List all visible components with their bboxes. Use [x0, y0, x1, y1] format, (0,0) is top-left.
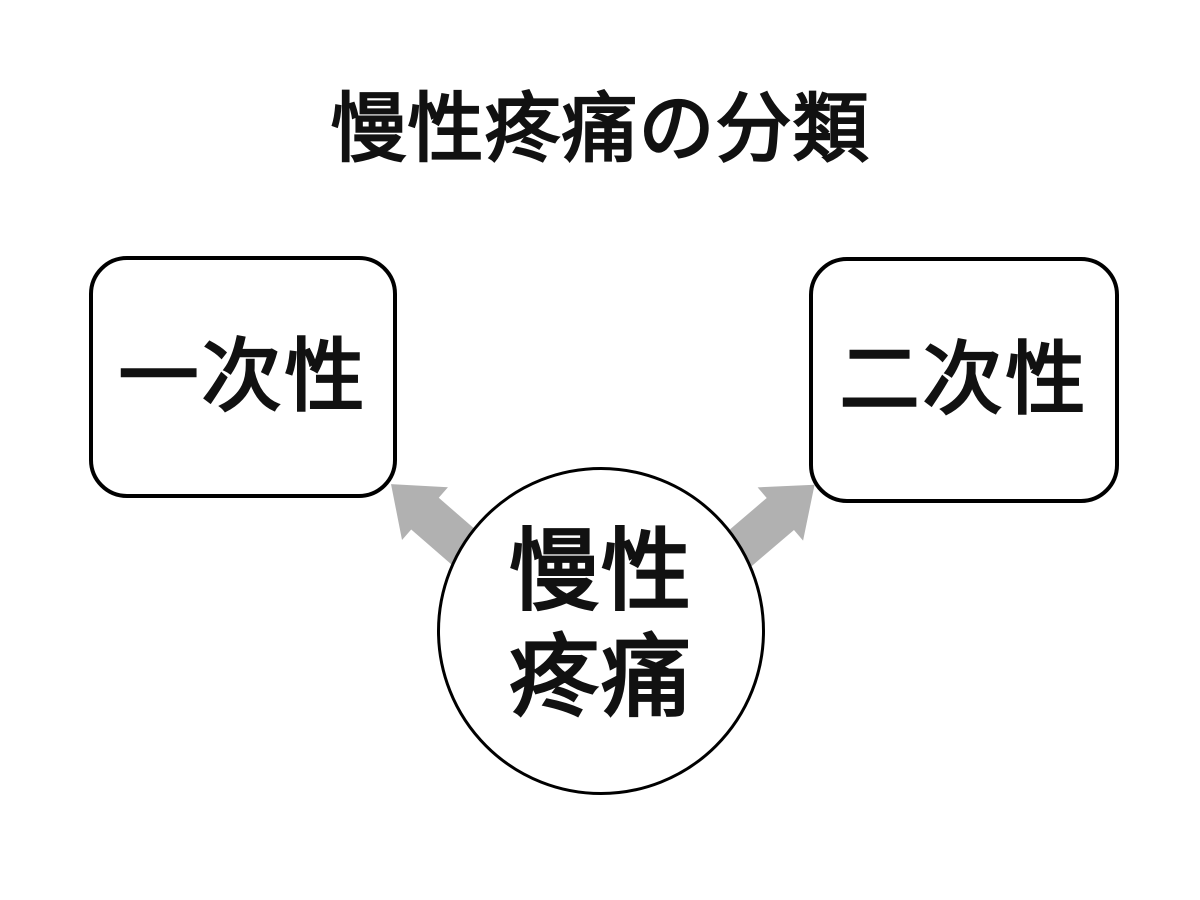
- chronic-pain-circle: 慢性 疼痛: [437, 467, 765, 795]
- chronic-pain-label-line1: 慢性: [509, 522, 693, 622]
- primary-pain-box: 一次性: [89, 256, 397, 498]
- secondary-pain-box: 二次性: [809, 257, 1119, 503]
- secondary-pain-label: 二次性: [839, 335, 1089, 424]
- primary-pain-label: 一次性: [118, 332, 368, 421]
- chronic-pain-label: 慢性 疼痛: [509, 519, 693, 731]
- page-title: 慢性疼痛の分類: [330, 87, 870, 172]
- chronic-pain-label-line2: 疼痛: [509, 628, 693, 728]
